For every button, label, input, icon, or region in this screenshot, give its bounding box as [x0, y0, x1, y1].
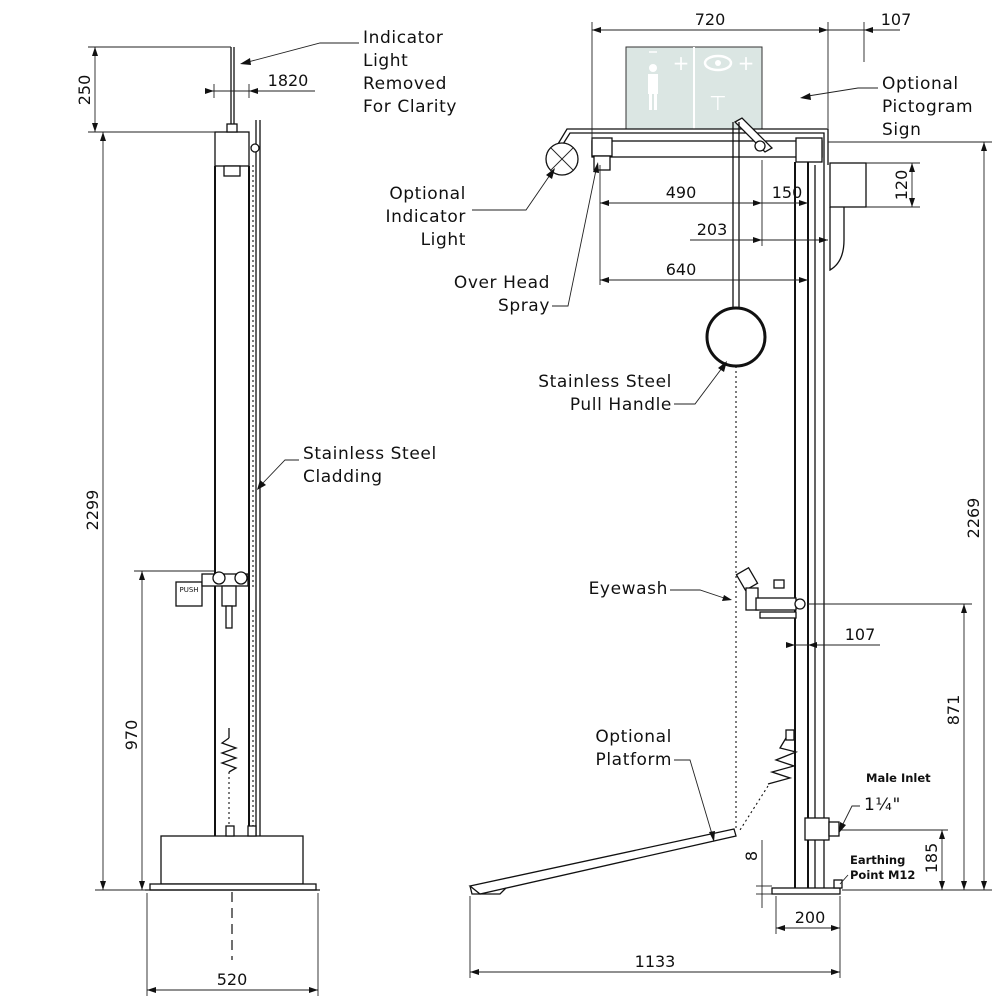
dim-spray-150: 150: [772, 183, 803, 202]
dim-eyewash-height: 871: [944, 695, 963, 726]
label-overhead-2: Spray: [498, 296, 550, 316]
label-pull-handle-2: Pull Handle: [570, 395, 672, 415]
label-platform-2: Platform: [596, 750, 673, 770]
pull-handle-ring: [705, 306, 767, 368]
overhead-pipe: [591, 140, 823, 158]
left-dimensions: 250 1820 2299 970 520: [75, 46, 319, 996]
dim-platform-length: 1133: [635, 952, 676, 971]
dim-eyewash-offset: 107: [845, 625, 876, 644]
label-eyewash: Eyewash: [589, 579, 668, 599]
label-opt-indicator-1: Optional: [389, 184, 466, 204]
dim-left-base: 520: [217, 970, 248, 989]
left-side-view: PUSH: [145, 47, 320, 960]
sign-plus-2: +: [738, 51, 755, 75]
head-box: [214, 131, 250, 167]
label-male-inlet: Male Inlet: [866, 771, 931, 785]
label-indicator-light-4: For Clarity: [363, 97, 457, 117]
dim-inlet-height: 185: [922, 843, 941, 874]
label-pictogram-3: Sign: [882, 120, 921, 140]
eyewash-pipe: [755, 597, 797, 611]
label-inlet-size: 1¼": [864, 795, 901, 815]
dim-left-top: 250: [75, 75, 94, 106]
dim-left-height: 2299: [83, 490, 102, 531]
left-labels: Indicator Light Removed For Clarity Stai…: [240, 28, 457, 490]
label-opt-indicator-2: Indicator: [385, 207, 466, 227]
right-dimensions: 720 107 120 490 150 203 640: [469, 10, 992, 978]
dim-sign-height: 120: [892, 170, 911, 201]
dim-spray-490: 490: [666, 183, 697, 202]
label-overhead-1: Over Head: [454, 273, 550, 293]
push-label: PUSH: [179, 586, 198, 594]
right-labels: Optional Pictogram Sign Optional Indicat…: [385, 74, 973, 885]
dim-spray-203: 203: [697, 220, 728, 239]
sign-shower-glyph: ⊤: [709, 91, 726, 115]
label-opt-indicator-3: Light: [421, 230, 466, 250]
label-cladding-2: Cladding: [303, 467, 383, 487]
push-plate: [175, 581, 203, 607]
dim-spray-640: 640: [666, 260, 697, 279]
dim-right-top-offset: 107: [881, 10, 912, 29]
dim-base-width: 200: [795, 908, 826, 927]
label-platform-1: Optional: [595, 727, 672, 747]
sign-plus-1: +: [673, 51, 690, 75]
label-pictogram-2: Pictogram: [882, 97, 973, 117]
optional-platform: [468, 828, 737, 895]
label-earthing-2: Point M12: [850, 868, 915, 882]
label-pictogram-1: Optional: [882, 74, 959, 94]
dim-left-eyewash: 970: [122, 720, 141, 751]
label-indicator-light-1: Indicator: [363, 28, 444, 48]
label-earthing-1: Earthing: [850, 853, 905, 867]
dim-right-height: 2269: [964, 498, 983, 539]
dim-right-top-width: 720: [695, 10, 726, 29]
label-pull-handle-1: Stainless Steel: [538, 372, 672, 392]
base-plate: [771, 887, 841, 895]
label-indicator-light-3: Removed: [363, 74, 447, 94]
sign-bracket: [829, 162, 867, 208]
label-cladding-1: Stainless Steel: [303, 444, 437, 464]
right-front-view: + + ⊤: [468, 46, 867, 895]
dim-platform-gap: 8: [742, 851, 761, 861]
dim-left-offset: 1820: [268, 71, 309, 90]
male-inlet: [804, 817, 830, 841]
label-indicator-light-2: Light: [363, 51, 408, 71]
left-platform: [160, 835, 304, 885]
